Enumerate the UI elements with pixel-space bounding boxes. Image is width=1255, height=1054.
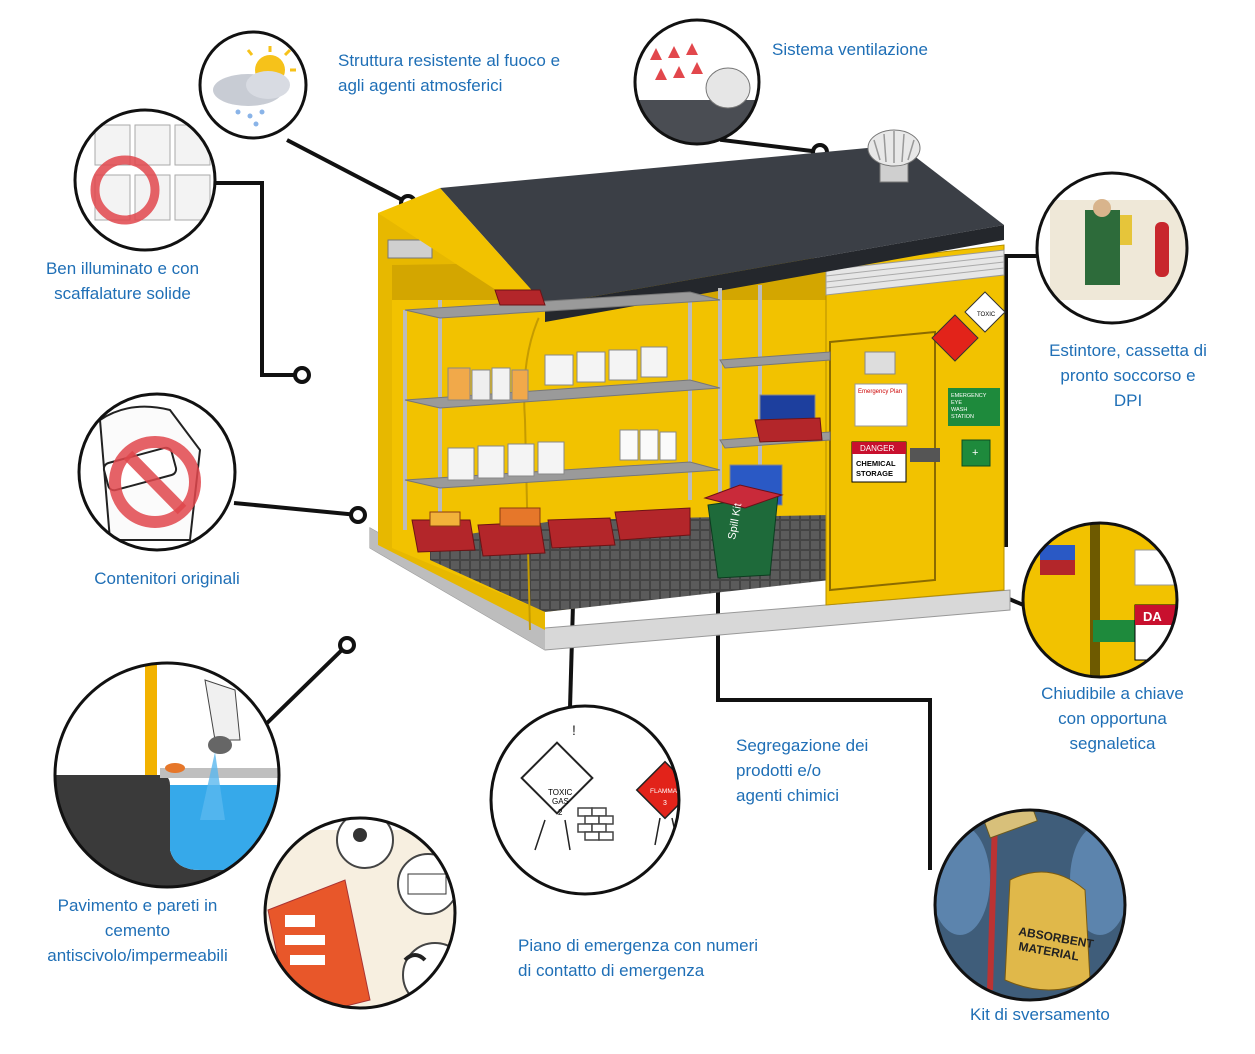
lockable-door-circle: DA — [1021, 521, 1179, 679]
shelving-circle — [73, 108, 217, 252]
label-spill-kit: Kit di sversamento — [970, 1005, 1110, 1024]
svg-text:TOXIC: TOXIC — [977, 312, 996, 318]
label-segregation: Segregazione dei prodotti e/o agenti chi… — [736, 736, 869, 805]
label-fire-resistant-structure: Struttura resistente al fuoco e agli age… — [338, 51, 561, 95]
label-ventilation-system: Sistema ventilazione — [772, 40, 928, 59]
svg-text:2: 2 — [558, 808, 563, 817]
label-lighting-shelving: Ben illuminato e con scaffalature solide — [45, 259, 200, 303]
spill-kit-bin: Spill Kit — [703, 484, 784, 579]
label-extinguisher-first-aid-ppe: Estintore, cassetta di pronto soccorso e… — [1049, 341, 1207, 410]
svg-text:WASH: WASH — [951, 407, 967, 413]
label-emergency-plan: Piano di emergenza con numeri di contatt… — [518, 936, 759, 980]
label-original-containers: Contenitori originali — [94, 569, 240, 588]
svg-text:CHEMICAL: CHEMICAL — [856, 459, 896, 468]
red-crates — [411, 289, 823, 557]
floor-walls-circle — [53, 661, 281, 889]
svg-text:STORAGE: STORAGE — [856, 469, 893, 478]
svg-text:FLAMMABLE: FLAMMABLE — [650, 788, 690, 795]
hazard-diamonds: TOXIC — [931, 291, 1006, 362]
label-floor-walls: Pavimento e pareti in cemento antiscivol… — [47, 896, 228, 965]
segregation-circle: TOXIC GAS 2 FLAMMABLE 3 ! ? — [489, 704, 690, 896]
chemical-containers — [447, 346, 816, 506]
svg-text:3: 3 — [663, 800, 667, 807]
svg-text:GAS: GAS — [552, 797, 569, 806]
door-signs: Emergency Plan EMERGENCY EYE WASH STATIO… — [851, 383, 1000, 483]
svg-text:STATION: STATION — [951, 414, 974, 420]
ventilation-circle — [633, 18, 761, 146]
emergency-plan-circle — [263, 816, 457, 1010]
original-containers-circle — [77, 392, 237, 552]
label-lockable-signage: Chiudibile a chiave con opportuna segnal… — [1041, 684, 1184, 753]
ppe-circle — [1035, 171, 1189, 325]
svg-text:+: + — [972, 447, 978, 459]
svg-text:EMERGENCY: EMERGENCY — [951, 393, 987, 399]
svg-text:?: ? — [672, 740, 679, 755]
weather-icon-circle — [198, 30, 308, 140]
svg-text:EYE: EYE — [951, 400, 962, 406]
svg-text:DA: DA — [1143, 609, 1162, 624]
svg-text:DANGER: DANGER — [860, 444, 894, 453]
spill-kit-circle: ABSORBENT MATERIAL — [933, 808, 1127, 1002]
storage-building: Spill Kit TOXIC Emergency Plan EMERGENCY… — [369, 129, 1011, 651]
svg-text:!: ! — [572, 722, 576, 738]
svg-text:Emergency Plan: Emergency Plan — [858, 389, 902, 395]
svg-text:TOXIC: TOXIC — [548, 788, 573, 797]
roof-turbine — [867, 129, 921, 183]
